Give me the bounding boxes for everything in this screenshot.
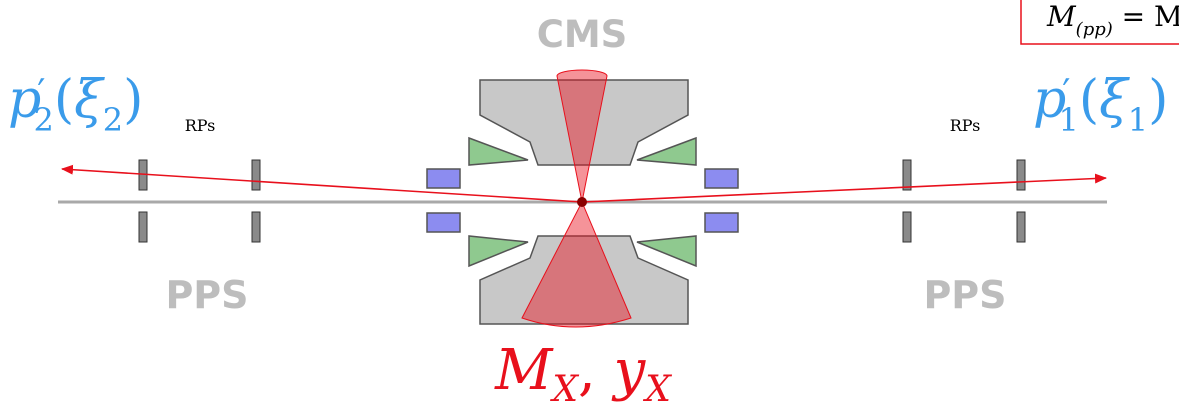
rps-label-right: RPs	[950, 116, 981, 135]
cms-barrel-upper	[479, 79, 689, 166]
magnet-lower-left	[426, 212, 461, 233]
endcap-upper-right	[636, 136, 697, 166]
roman-pot-lower	[1016, 211, 1026, 243]
magnet-upper-right	[704, 168, 739, 189]
proton-label-left: p′2(ξ2)	[8, 70, 143, 139]
roman-pot-lower	[902, 211, 912, 243]
roman-pot-upper	[1016, 159, 1026, 191]
rps-label-left: RPs	[185, 116, 216, 135]
magnet-lower-right	[704, 212, 739, 233]
pps-label-left: PPS	[165, 273, 248, 317]
magnet-upper-left	[426, 168, 461, 189]
central-system-label: MX, yX	[494, 338, 672, 410]
cms-barrel-lower	[479, 235, 689, 325]
proton-trajectory-left	[61, 164, 583, 203]
pps-label-right: PPS	[923, 273, 1006, 317]
roman-pot-upper	[902, 159, 912, 191]
cms-label: CMS	[537, 13, 628, 56]
endcap-lower-left	[468, 235, 529, 268]
roman-pot-upper	[251, 159, 261, 191]
formula-box	[1020, 0, 1179, 45]
endcap-upper-left	[468, 136, 529, 166]
upper-cone	[556, 69, 608, 203]
proton-trajectory-right	[581, 173, 1107, 203]
roman-pot-lower	[138, 211, 148, 243]
endcap-lower-right	[636, 235, 697, 268]
interaction-point	[577, 197, 587, 207]
proton-label-right: p′1(ξ1)	[1033, 70, 1168, 139]
lower-cone	[521, 200, 632, 328]
formula-text: M(pp) = M	[1046, 0, 1179, 40]
roman-pot-lower	[251, 211, 261, 243]
